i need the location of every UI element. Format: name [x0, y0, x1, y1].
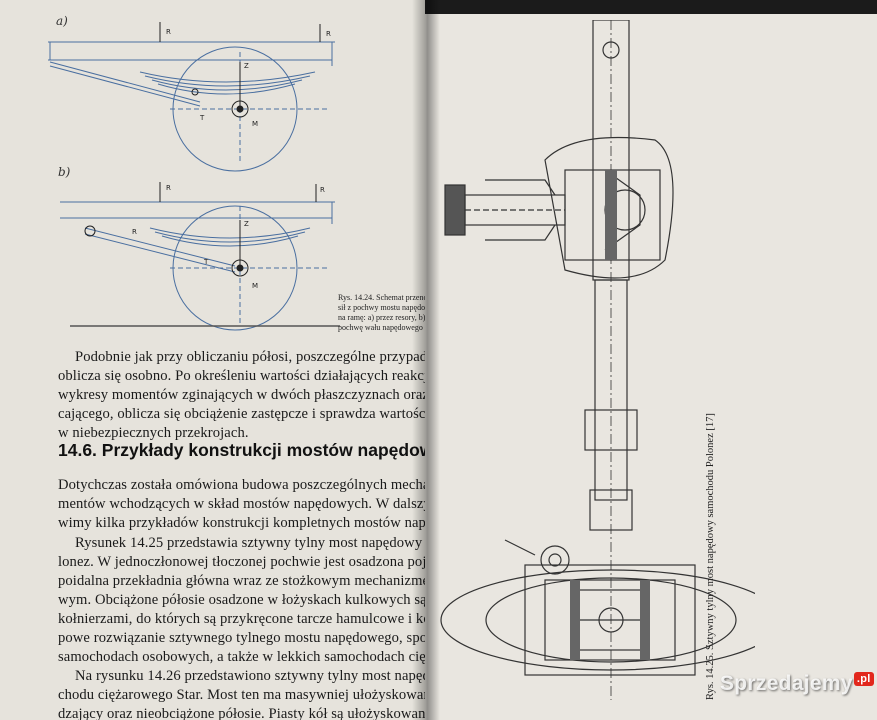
figure-14-25-drawing — [440, 20, 755, 700]
paragraph-polonez: Rysunek 14.25 przedstawia sztywny tylny … — [58, 535, 425, 665]
watermark: Sprzedajemy.pl — [720, 672, 874, 696]
rz2-symbol-a: R — [326, 30, 331, 38]
z-symbol-b: Z — [244, 220, 249, 228]
paragraph-intro: Dotychczas została omówiona budowa poszc… — [58, 477, 425, 531]
z-symbol-a: Z — [244, 62, 249, 70]
figure-14-24a-diagram: R R Z T M — [48, 22, 335, 172]
m-symbol-b: M — [252, 282, 258, 290]
background-strip — [425, 0, 877, 14]
m-symbol-a: M — [252, 120, 258, 128]
figure-14-24-caption: Rys. 14.24. Schemat przenosze sił z poch… — [338, 293, 425, 332]
paragraph-star: Na rysunku 14.26 przedstawiono sztywny t… — [58, 668, 425, 720]
figure-14-24b-diagram: R R R Z T M — [60, 182, 340, 331]
figure-a-label: a) — [56, 14, 68, 28]
paragraph-strength-calc: Podobnie jak przy obliczaniu półosi, pos… — [58, 349, 425, 441]
left-page: a) b) R R Z T M — [0, 0, 425, 720]
book-gutter — [412, 0, 440, 720]
right-page — [425, 0, 877, 720]
rz-symbol-a: R — [166, 28, 171, 36]
tn-symbol-b: T — [203, 258, 209, 266]
section-heading: 14.6. Przykłady konstrukcji mostów napęd… — [58, 440, 425, 460]
rx-symbol-b: R — [132, 228, 137, 236]
rz-symbol-b: R — [166, 184, 171, 192]
figure-14-25-caption: Rys. 14.25. Sztywny tylny most napędowy … — [705, 413, 716, 700]
rz2-symbol-b: R — [320, 186, 325, 194]
figure-b-label: b) — [58, 165, 71, 179]
tn-symbol-a: T — [199, 114, 205, 122]
